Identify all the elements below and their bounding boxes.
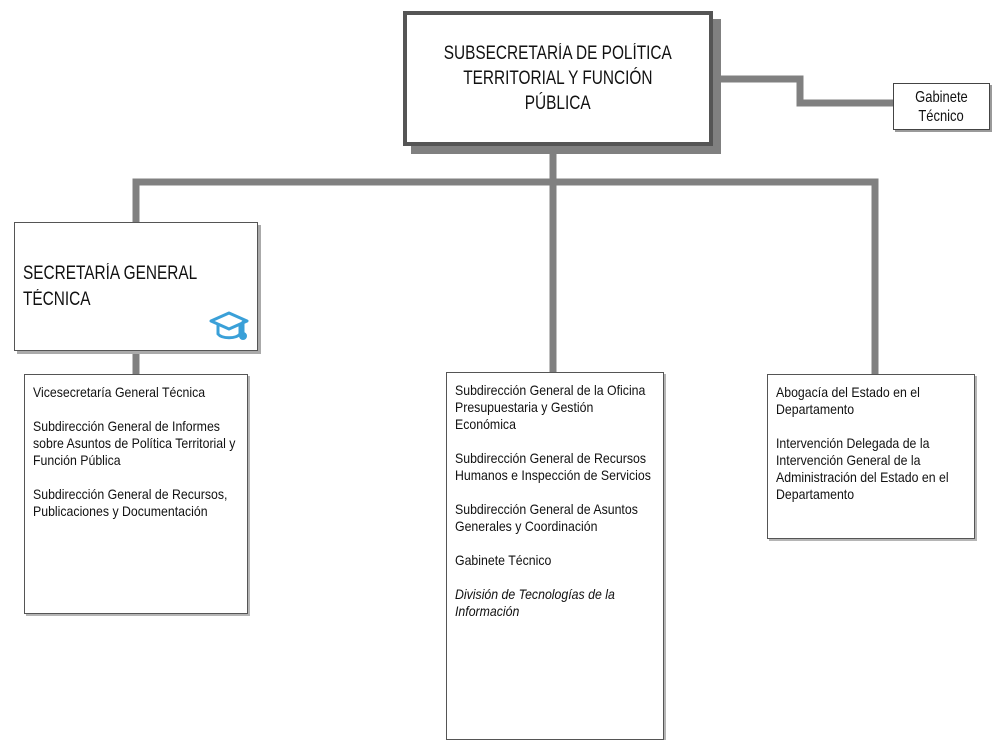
list-item: Subdirección General de Recursos Humanos…	[455, 450, 651, 483]
list-item: Gabinete Técnico	[455, 552, 552, 568]
attached-units-list: Abogacía del Estado en el Departamento I…	[767, 374, 975, 539]
list-item: Subdirección General de Recursos, Public…	[33, 486, 228, 519]
list-item: Subdirección General de Asuntos Generale…	[455, 501, 638, 534]
secretaria-line-1: SECRETARÍA GENERAL	[23, 263, 198, 284]
secretaria-general-tecnica-box: SECRETARÍA GENERAL TÉCNICA	[14, 222, 258, 351]
root-title-line-3: PÚBLICA	[525, 93, 591, 114]
list-item: Subdirección General de la Oficina Presu…	[455, 382, 646, 432]
secretaria-units-list: Vicesecretaría General Técnica Subdirecc…	[24, 374, 248, 614]
gabinete-tecnico-box: Gabinete Técnico	[893, 83, 990, 130]
list-item: Subdirección General de Informes sobre A…	[33, 418, 236, 468]
gabinete-line-2: Técnico	[918, 107, 965, 125]
list-item: Vicesecretaría General Técnica	[33, 384, 206, 400]
list-item: Abogacía del Estado en el Departamento	[776, 384, 920, 417]
root-title-line-1: SUBSECRETARÍA DE POLÍTICA	[443, 43, 673, 64]
secretaria-line-2: TÉCNICA	[23, 289, 91, 310]
root-title-line-2: TERRITORIAL Y FUNCIÓN	[463, 68, 653, 89]
list-item: Intervención Delegada de la Intervención…	[776, 435, 949, 502]
root-to-side-connector	[711, 75, 897, 107]
subsecretaria-units-list: Subdirección General de la Oficina Presu…	[446, 372, 664, 740]
subsecretaria-box: SUBSECRETARÍA DE POLÍTICA TERRITORIAL Y …	[403, 11, 713, 146]
graduation-cap-icon[interactable]	[208, 309, 250, 343]
gabinete-line-1: Gabinete	[915, 88, 968, 106]
list-item: División de Tecnologías de la Informació…	[455, 586, 615, 619]
